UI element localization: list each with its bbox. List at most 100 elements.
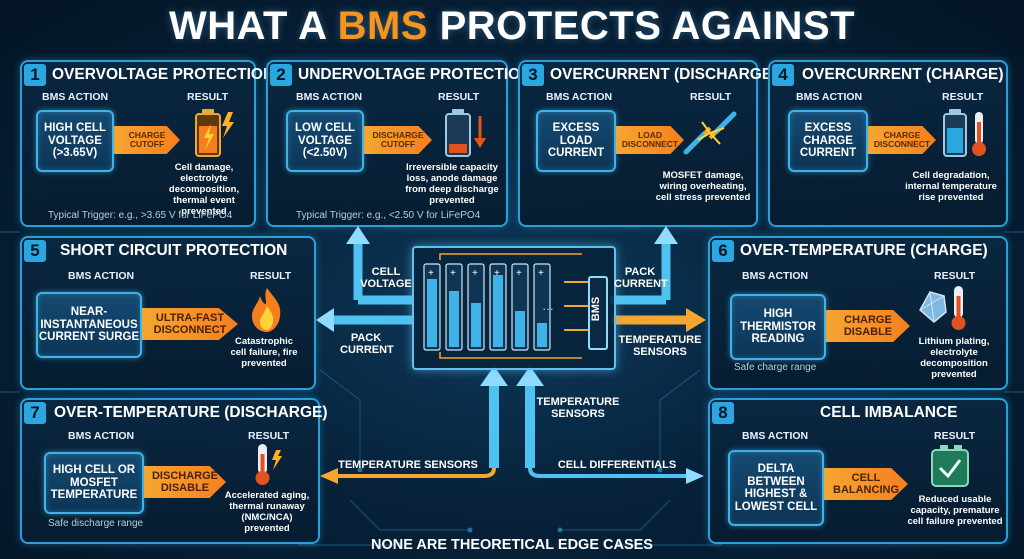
battery-cell-level: [449, 291, 459, 347]
panel-title: OVER-TEMPERATURE (DISCHARGE): [54, 404, 328, 421]
result-label: RESULT: [934, 270, 976, 282]
panel-overvoltage: 1 OVERVOLTAGE PROTECTION BMS ACTION RESU…: [20, 60, 274, 227]
bms-action-label: BMS ACTION: [742, 270, 809, 282]
flow-label-temperature-sensors-bottom: TEMPERATURE SENSORS: [536, 396, 620, 420]
panel-title: OVERVOLTAGE PROTECTION: [52, 66, 275, 83]
condition-chip: EXCESS CHARGE CURRENT: [788, 110, 868, 172]
result-label: RESULT: [248, 430, 290, 442]
action-arrow: CHARGE DISCONNECT: [868, 126, 936, 154]
battery-cell-level: [537, 323, 547, 347]
condition-chip: HIGH THERMISTOR READING: [730, 294, 826, 360]
condition-chip: DELTA BETWEEN HIGHEST & LOWEST CELL: [728, 450, 824, 526]
panel-over-temperature-discharge: 7 OVER-TEMPERATURE (DISCHARGE) BMS ACTIO…: [20, 398, 328, 544]
panel-overcurrent-discharge: 3 OVERCURRENT (DISCHARGE) BMS ACTION RES…: [518, 60, 777, 227]
battery-thermometer-icon: [943, 109, 986, 157]
range-note: Safe discharge range: [48, 518, 144, 529]
panel-short-circuit: 5 SHORT CIRCUIT PROTECTION BMS ACTION RE…: [20, 236, 316, 390]
result-label: RESULT: [250, 270, 292, 282]
bms-action-label: BMS ACTION: [546, 91, 613, 103]
broken-wire-icon: [683, 111, 737, 155]
bms-module: [588, 276, 608, 350]
panel-title: SHORT CIRCUIT PROTECTION: [60, 242, 288, 259]
battery-cell-terminal: +: [516, 268, 522, 279]
battery-cell-terminal: +: [450, 268, 456, 279]
thermometer-crystal-icon: [919, 286, 966, 330]
condition-chip: EXCESS LOAD CURRENT: [536, 110, 616, 172]
action-arrow: DISCHARGE CUTOFF: [364, 126, 432, 154]
action-arrow: CHARGE CUTOFF: [114, 126, 180, 154]
bms-action-label: BMS ACTION: [68, 430, 135, 442]
panel-undervoltage: 2 UNDERVOLTAGE PROTECTION BMS ACTION RES…: [266, 60, 531, 227]
battery-cell-terminal: +: [538, 268, 544, 279]
battery-cell-level: [515, 311, 525, 347]
bms-action-label: BMS ACTION: [296, 91, 363, 103]
panel-number: 7: [24, 402, 46, 424]
condition-chip: HIGH CELL VOLTAGE (>3.65V): [36, 110, 114, 172]
panel-number: 8: [712, 402, 734, 424]
bms-action-label: BMS ACTION: [68, 270, 135, 282]
result-text: Reduced usable capacity, premature cell …: [907, 494, 1003, 527]
panel-title: OVERCURRENT (DISCHARGE): [550, 66, 778, 83]
flow-label-temperature-sensors-right: TEMPERATURE SENSORS: [618, 334, 702, 358]
action-arrow: CHARGE DISABLE: [826, 310, 910, 342]
condition-chip: LOW CELL VOLTAGE (<2.50V): [286, 110, 364, 172]
panel-number: 1: [24, 64, 46, 86]
battery-cell-level: [471, 303, 481, 347]
action-arrow: ULTRA-FAST DISCONNECT: [142, 308, 238, 340]
bms-label: BMS: [590, 296, 602, 322]
action-arrow: DISCHARGE DISABLE: [144, 466, 226, 498]
panel-title: OVER-TEMPERATURE (CHARGE): [740, 242, 988, 259]
battery-cells: + + + + + + …: [423, 253, 590, 359]
panel-number: 5: [24, 240, 46, 262]
flow-label-pack-current-left: PACK CURRENT: [340, 332, 394, 356]
condition-chip: NEAR- INSTANTANEOUS CURRENT SURGE: [36, 292, 142, 358]
result-text: Catastrophic cell failure, fire prevente…: [230, 336, 298, 369]
page-title: WHAT A BMS PROTECTS AGAINST: [168, 4, 856, 48]
result-text: Irreversible capacity loss, anode damage…: [405, 162, 499, 206]
result-label: RESULT: [934, 430, 976, 442]
result-text: Lithium plating, electrolyte decompositi…: [918, 336, 990, 380]
panel-number: 2: [270, 64, 292, 86]
svg-text:…: …: [542, 299, 554, 313]
fire-icon: [252, 288, 281, 332]
battery-bolt-icon: [195, 109, 234, 157]
condition-chip: HIGH CELL OR MOSFET TEMPERATURE: [44, 452, 144, 514]
panel-overcurrent-charge: 4 OVERCURRENT (CHARGE) BMS ACTION RESULT…: [768, 60, 1008, 227]
result-text: Cell degradation, internal temperature r…: [905, 170, 997, 203]
thermometer-icon: [255, 444, 282, 485]
battery-cell-level: [493, 275, 503, 347]
trigger-note: Typical Trigger: e.g., <2.50 V for LiFeP…: [296, 210, 481, 221]
panel-title: CELL IMBALANCE: [820, 404, 958, 421]
panel-number: 6: [712, 240, 734, 262]
action-arrow: LOAD DISCONNECT: [616, 126, 684, 154]
flow-label-cell-differentials: CELL DIFFERENTIALS: [557, 459, 677, 471]
range-note: Safe charge range: [734, 362, 817, 373]
result-label: RESULT: [438, 91, 480, 103]
result-label: RESULT: [690, 91, 732, 103]
result-label: RESULT: [187, 91, 229, 103]
flow-label-temperature-sensors-long: TEMPERATURE SENSORS: [338, 459, 478, 471]
action-arrow: CELL BALANCING: [824, 468, 908, 500]
panel-title: OVERCURRENT (CHARGE): [802, 66, 1004, 83]
battery-cell-terminal: +: [428, 268, 434, 279]
battery-low-icon: [445, 109, 486, 157]
balanced-battery-icon: [931, 445, 969, 487]
panel-title: UNDERVOLTAGE PROTECTION: [298, 66, 532, 83]
bms-action-label: BMS ACTION: [742, 430, 809, 442]
panel-cell-imbalance: 8 CELL IMBALANCE BMS ACTION RESULT DELTA…: [708, 398, 1008, 544]
result-text: Accelerated aging, thermal runaway (NMC/…: [224, 490, 310, 534]
battery-cell-terminal: +: [472, 268, 478, 279]
result-text: MOSFET damage, wiring overheating, cell …: [655, 170, 751, 203]
footer-tagline: NONE ARE THEORETICAL EDGE CASES: [371, 537, 653, 553]
result-text: Cell damage, electrolyte decomposition, …: [168, 162, 240, 217]
flow-label-pack-current-right: PACK CURRENT: [614, 266, 668, 290]
bms-action-label: BMS ACTION: [42, 91, 109, 103]
panel-over-temperature-charge: 6 OVER-TEMPERATURE (CHARGE) BMS ACTION R…: [708, 236, 1008, 390]
panel-number: 4: [772, 64, 794, 86]
flow-label-cell-voltage: CELL VOLTAGE: [360, 266, 412, 290]
panel-number: 3: [522, 64, 544, 86]
battery-cell-terminal: +: [494, 268, 500, 279]
battery-cell-level: [427, 279, 437, 347]
trigger-note: Typical Trigger: e.g., >3.65 V for LiFeP…: [48, 210, 233, 221]
